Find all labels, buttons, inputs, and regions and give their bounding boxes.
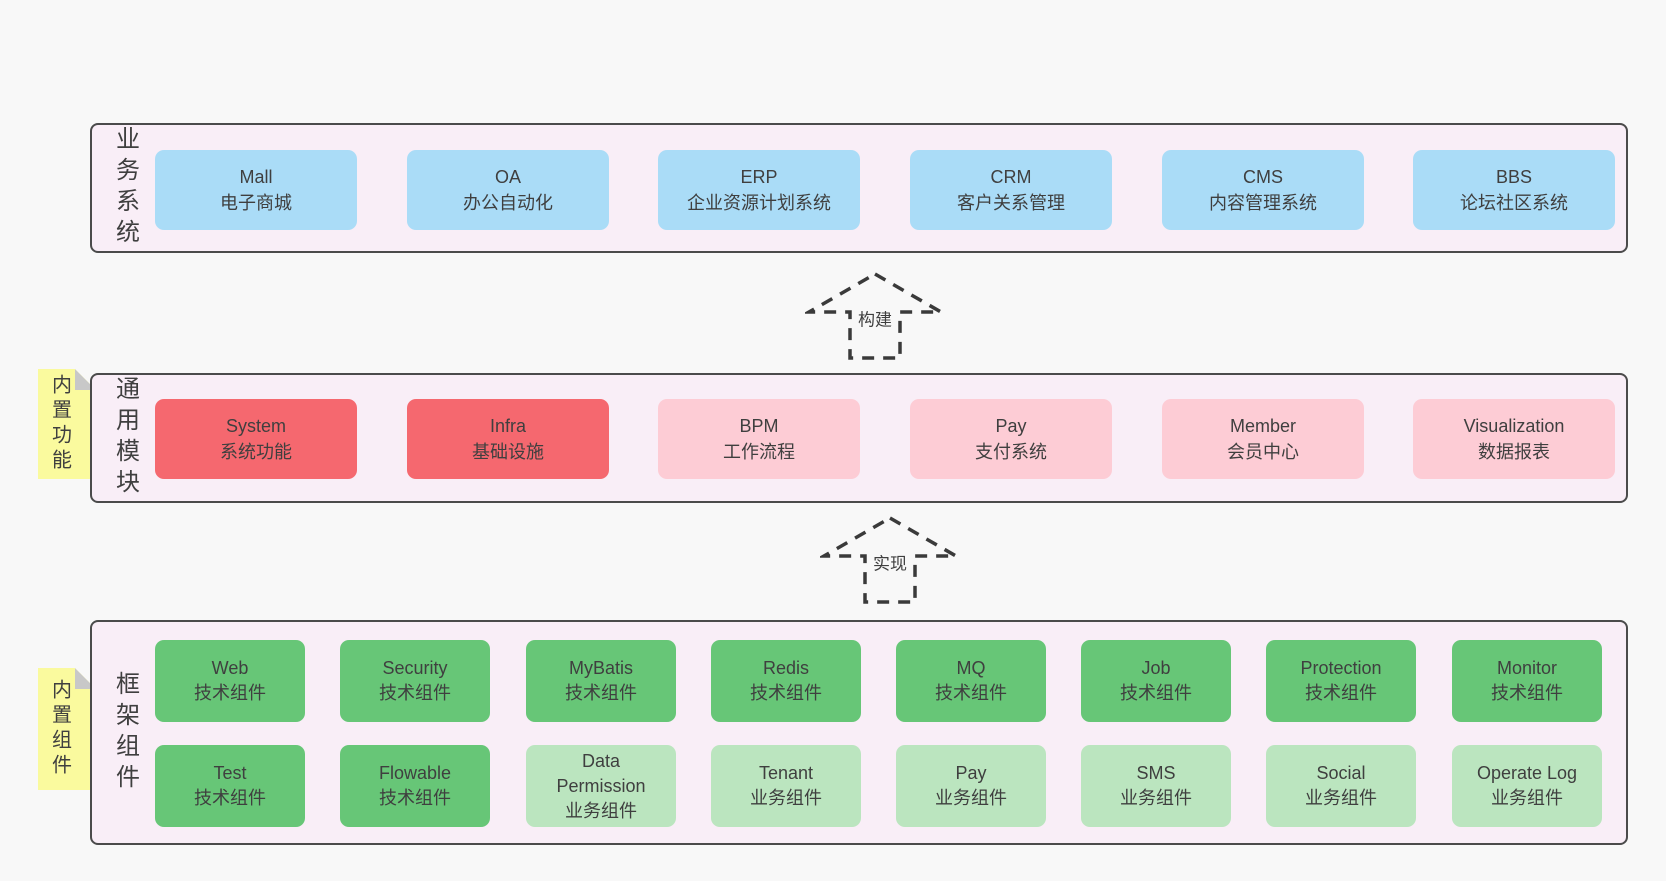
box-mall: Mall 电子商城 bbox=[155, 150, 357, 230]
note-built-in-components: 内置组件 bbox=[38, 668, 96, 790]
box-redis: Redis 技术组件 bbox=[711, 640, 861, 722]
box-member: Member 会员中心 bbox=[1162, 399, 1364, 479]
panel-side-label: 通用模块 bbox=[111, 376, 139, 500]
box-tenant: Tenant 业务组件 bbox=[711, 745, 861, 827]
box-test: Test 技术组件 bbox=[155, 745, 305, 827]
box-mybatis: MyBatis 技术组件 bbox=[526, 640, 676, 722]
box-crm: CRM 客户关系管理 bbox=[910, 150, 1112, 230]
box-erp: ERP 企业资源计划系统 bbox=[658, 150, 860, 230]
box-job: Job 技术组件 bbox=[1081, 640, 1231, 722]
note-label: 内置组件 bbox=[48, 679, 71, 779]
panel-business-systems: 业务系统 Mall 电子商城 OA 办公自动化 ERP 企业资源计划系统 CRM… bbox=[90, 123, 1628, 253]
box-visualization: Visualization 数据报表 bbox=[1413, 399, 1615, 479]
box-social: Social 业务组件 bbox=[1266, 745, 1416, 827]
note-label: 内置功能 bbox=[48, 374, 71, 474]
note-built-in-features: 内置功能 bbox=[38, 369, 96, 479]
box-pay-system: Pay 支付系统 bbox=[910, 399, 1112, 479]
panel-side-label: 业务系统 bbox=[111, 126, 139, 250]
box-bpm: BPM 工作流程 bbox=[658, 399, 860, 479]
box-data-permission: Data Permission 业务组件 bbox=[526, 745, 676, 827]
panel-common-modules: 通用模块 System 系统功能 Infra 基础设施 BPM 工作流程 Pay… bbox=[90, 373, 1628, 503]
box-pay-component: Pay 业务组件 bbox=[896, 745, 1046, 827]
build-arrow-icon: 构建 bbox=[805, 270, 945, 362]
box-security: Security 技术组件 bbox=[340, 640, 490, 722]
box-oa: OA 办公自动化 bbox=[407, 150, 609, 230]
box-flowable: Flowable 技术组件 bbox=[340, 745, 490, 827]
box-infra: Infra 基础设施 bbox=[407, 399, 609, 479]
box-monitor: Monitor 技术组件 bbox=[1452, 640, 1602, 722]
implement-arrow-label: 实现 bbox=[869, 547, 911, 577]
implement-arrow-icon: 实现 bbox=[820, 514, 960, 606]
box-cms: CMS 内容管理系统 bbox=[1162, 150, 1364, 230]
panel-side-label: 框架组件 bbox=[111, 670, 139, 795]
box-sms: SMS 业务组件 bbox=[1081, 745, 1231, 827]
box-operate-log: Operate Log 业务组件 bbox=[1452, 745, 1602, 827]
box-web: Web 技术组件 bbox=[155, 640, 305, 722]
panel-framework-components: 框架组件 Web 技术组件 Security 技术组件 MyBatis 技术组件… bbox=[90, 620, 1628, 845]
box-protection: Protection 技术组件 bbox=[1266, 640, 1416, 722]
box-system: System 系统功能 bbox=[155, 399, 357, 479]
box-bbs: BBS 论坛社区系统 bbox=[1413, 150, 1615, 230]
build-arrow-label: 构建 bbox=[854, 303, 896, 333]
box-mq: MQ 技术组件 bbox=[896, 640, 1046, 722]
